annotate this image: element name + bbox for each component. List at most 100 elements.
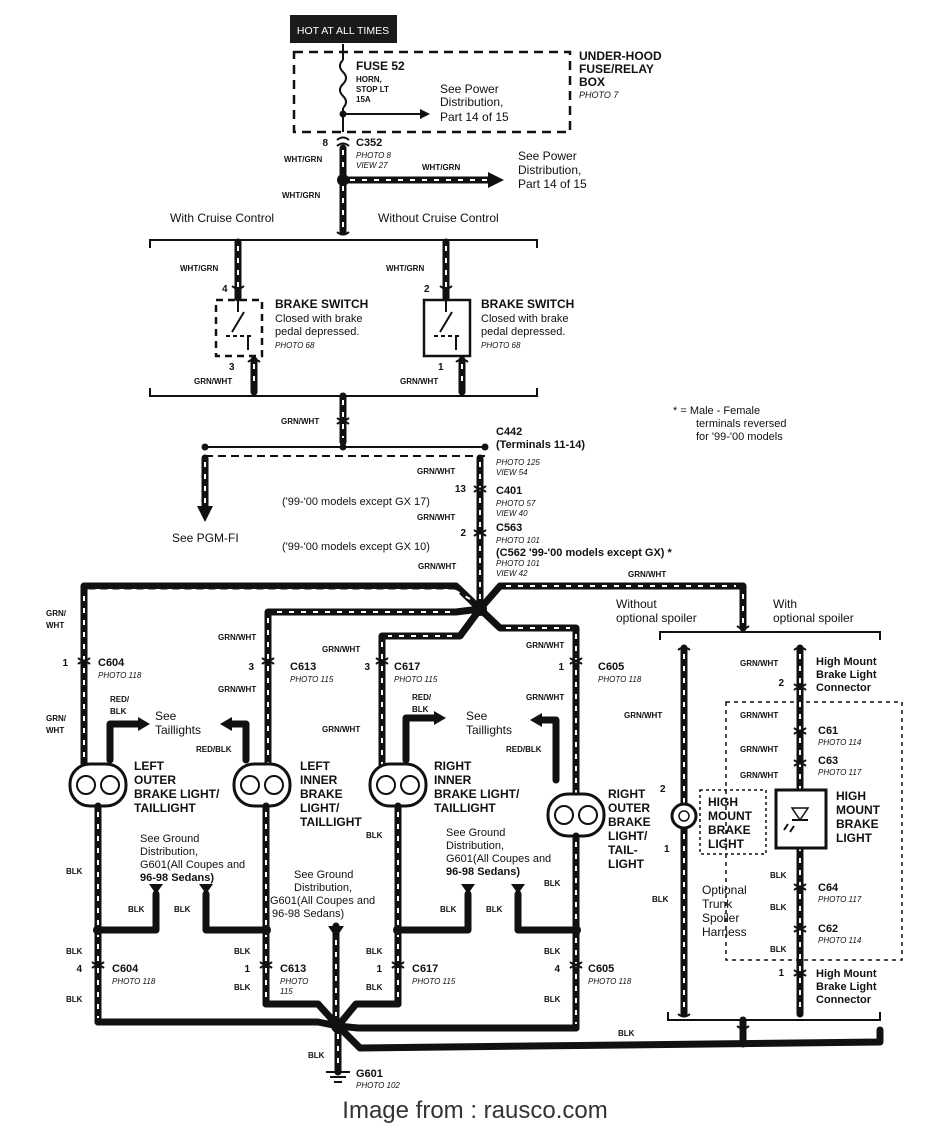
svg-text:GRN/WHT: GRN/WHT [740,711,778,720]
connector-c613-bottom: 1 C613 PHOTO 115 [244,961,308,996]
svg-text:2: 2 [460,528,466,539]
svg-text:115: 115 [280,987,293,996]
svg-text:Without Cruise Control: Without Cruise Control [378,211,499,225]
svg-text:96-98 Sedans): 96-98 Sedans) [446,866,520,878]
svg-text:1: 1 [778,968,784,979]
svg-text:VIEW 42: VIEW 42 [496,569,528,578]
svg-text:PHOTO 118: PHOTO 118 [98,671,142,680]
high-mount-brake-light-spoiler: HIGH MOUNT BRAKE LIGHT [774,788,881,850]
svg-text:C617: C617 [394,661,420,673]
svg-text:LIGHT: LIGHT [708,837,745,851]
svg-text:PHOTO 102: PHOTO 102 [356,1081,400,1090]
connector-c617-bottom: 1 C617 PHOTO 115 [376,961,456,986]
svg-text:Optional: Optional [702,883,747,897]
svg-text:BLK: BLK [308,1051,325,1060]
svg-text:96-98 Sedans): 96-98 Sedans) [140,872,214,884]
ground-distribution-3: See Ground Distribution, G601(All Coupes… [270,869,375,920]
right-inner-brake-light: RIGHT INNER BRAKE LIGHT/ TAILLIGHT [368,759,520,815]
svg-text:* = Male - Female: * = Male - Female [673,405,760,417]
see-taillights-right: See Taillights [466,709,512,737]
spoiler-harness-box [725,701,903,961]
svg-text:INNER: INNER [434,773,472,787]
svg-text:See Ground: See Ground [446,827,505,839]
svg-text:Connector: Connector [816,682,872,694]
svg-text:UNDER-HOOD: UNDER-HOOD [579,49,662,63]
connector-c562: (C562 '99-'00 models except GX) * PHOTO … [496,547,673,578]
svg-text:PHOTO 117: PHOTO 117 [818,895,862,904]
svg-text:MOUNT: MOUNT [836,803,881,817]
see-power-distribution-b: See Power Distribution, Part 14 of 15 [518,149,587,191]
svg-text:BRAKE: BRAKE [708,823,751,837]
hot-at-all-times-badge: HOT AT ALL TIMES [290,15,397,43]
high-mount-brake-light-trunk: 2 HIGH MOUNT BRAKE LIGHT 1 [660,784,767,855]
svg-text:GRN/WHT: GRN/WHT [418,562,456,571]
svg-text:GRN/WHT: GRN/WHT [628,570,666,579]
svg-text:MOUNT: MOUNT [708,809,753,823]
svg-text:C63: C63 [818,755,838,767]
svg-text:BLK: BLK [770,903,787,912]
svg-text:Distribution,: Distribution, [518,163,581,177]
svg-text:(Terminals 11-14): (Terminals 11-14) [496,439,585,451]
connector-c442: C442 (Terminals 11-14) PHOTO 125 VIEW 54 [201,426,585,477]
svg-text:TAILLIGHT: TAILLIGHT [134,801,196,815]
svg-text:WHT/GRN: WHT/GRN [180,264,218,273]
svg-text:WHT/GRN: WHT/GRN [422,163,460,172]
svg-text:STOP LT: STOP LT [356,85,389,94]
svg-text:1: 1 [438,362,444,373]
svg-text:PHOTO 117: PHOTO 117 [818,768,862,777]
svg-text:15A: 15A [356,95,371,104]
connector-c605-top: 1 C605 PHOTO 118 [558,657,642,684]
svg-text:RIGHT: RIGHT [608,787,646,801]
svg-text:OUTER: OUTER [134,773,176,787]
svg-text:BLK: BLK [618,1029,635,1038]
svg-text:Taillights: Taillights [155,723,201,737]
svg-text:('99-'00 models except GX 17): ('99-'00 models except GX 17) [282,496,430,508]
svg-text:GRN/WHT: GRN/WHT [417,467,455,476]
svg-text:OUTER: OUTER [608,801,650,815]
svg-text:C617: C617 [412,963,438,975]
svg-text:96-98 Sedans): 96-98 Sedans) [272,908,344,920]
svg-text:GRN/: GRN/ [46,714,67,723]
svg-text:PHOTO: PHOTO [280,977,308,986]
connector-c604-bottom: 4 C604 PHOTO 118 [76,961,156,986]
svg-text:1: 1 [664,844,670,855]
svg-text:('99-'00 models except GX 10): ('99-'00 models except GX 10) [282,541,430,553]
svg-text:4: 4 [76,964,82,975]
svg-text:2: 2 [778,678,784,689]
svg-text:C605: C605 [598,661,624,673]
svg-text:LIGHT: LIGHT [608,857,645,871]
svg-text:BLK: BLK [174,905,191,914]
svg-text:1: 1 [558,662,564,673]
right-outer-brake-light: RIGHT OUTER BRAKE LIGHT/ TAIL- LIGHT [546,787,651,871]
svg-text:C605: C605 [588,963,614,975]
svg-text:2: 2 [424,284,430,295]
svg-text:HOT AT ALL TIMES: HOT AT ALL TIMES [297,25,389,37]
svg-text:VIEW 40: VIEW 40 [496,509,528,518]
svg-text:FUSE/RELAY: FUSE/RELAY [579,62,654,76]
svg-text:LIGHT: LIGHT [836,831,873,845]
svg-text:BRAKE SWITCH: BRAKE SWITCH [275,297,368,311]
svg-text:BLK: BLK [66,947,83,956]
svg-text:BLK: BLK [366,831,383,840]
svg-text:Distribution,: Distribution, [446,840,504,852]
svg-text:GRN/WHT: GRN/WHT [400,377,438,386]
svg-text:pedal depressed.: pedal depressed. [481,326,565,338]
svg-text:C563: C563 [496,522,522,534]
svg-text:BLK: BLK [486,905,503,914]
svg-text:Spoiler: Spoiler [702,911,739,925]
svg-text:BLK: BLK [652,895,669,904]
connector-c617-top: 3 C617 PHOTO 115 [364,657,438,684]
svg-text:With Cruise Control: With Cruise Control [170,211,274,225]
svg-text:1: 1 [62,658,68,669]
svg-text:BOX: BOX [579,75,605,89]
svg-text:Brake Light: Brake Light [816,981,877,993]
ground-distribution-2: See Ground Distribution, G601(All Coupes… [446,827,551,878]
svg-text:VIEW 54: VIEW 54 [496,468,528,477]
svg-text:C401: C401 [496,485,522,497]
svg-text:See Power: See Power [440,82,499,96]
svg-text:See Ground: See Ground [140,833,199,845]
svg-text:2: 2 [660,784,666,795]
brake-switch-no-cruise: WHT/GRN 2 BRAKE SWITCH Closed with brake… [386,238,574,396]
svg-text:PHOTO 114: PHOTO 114 [818,738,862,747]
svg-text:BRAKE LIGHT/: BRAKE LIGHT/ [434,787,520,801]
